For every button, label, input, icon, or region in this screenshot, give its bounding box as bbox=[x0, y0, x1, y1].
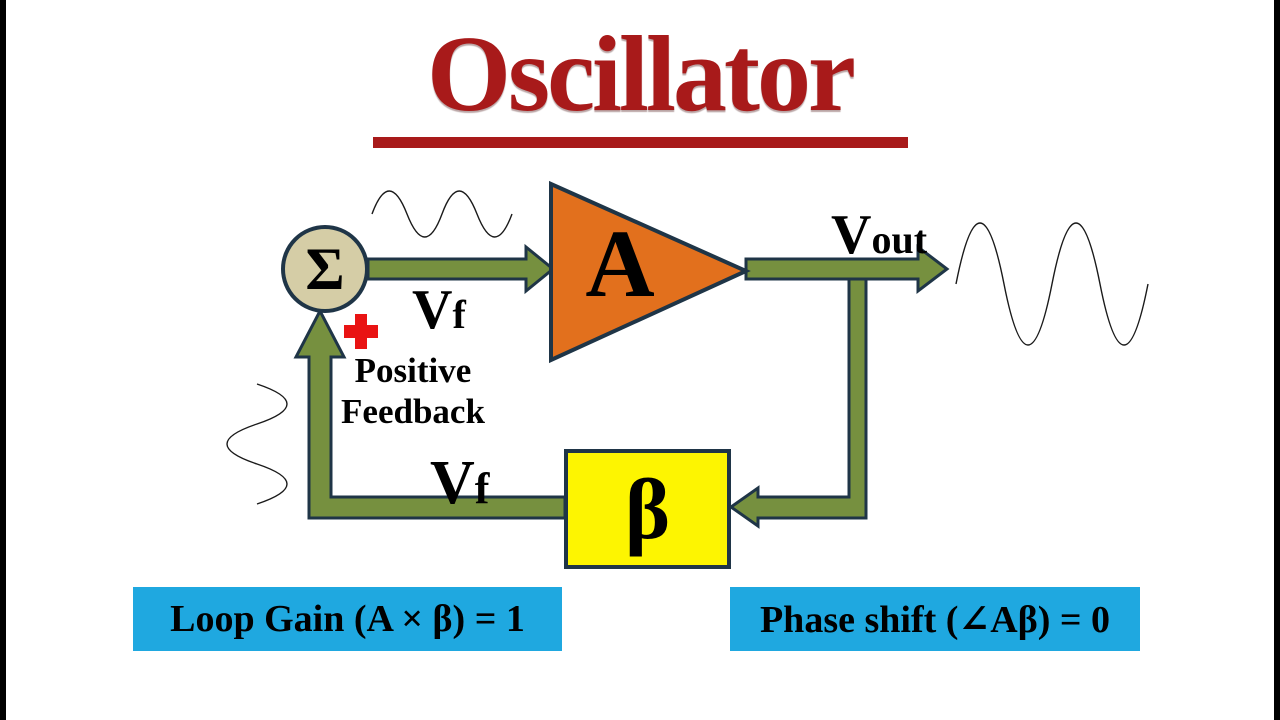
feedforward-signal-label: Vf bbox=[412, 278, 466, 342]
loop-gain-equation: Loop Gain (A × β) = 1 bbox=[170, 598, 525, 640]
amplifier-triangle bbox=[549, 180, 751, 364]
positive-feedback-line1: Positive bbox=[354, 351, 472, 390]
output-sine-wave-icon bbox=[955, 222, 1149, 346]
vf2-main: V bbox=[430, 449, 475, 517]
arrow-beta-to-sum bbox=[293, 307, 567, 520]
phase-shift-equation-box: Phase shift (∠Aβ) = 0 bbox=[730, 587, 1140, 651]
loop-gain-equation-box: Loop Gain (A × β) = 1 bbox=[133, 587, 562, 651]
vout-main: V bbox=[831, 204, 872, 266]
amplifier-label: A bbox=[585, 210, 655, 317]
vf-main: V bbox=[412, 279, 453, 341]
phase-shift-equation: Phase shift (∠Aβ) = 0 bbox=[759, 599, 1111, 641]
letterbox-bar-left bbox=[0, 0, 6, 720]
arrow-output-to-beta bbox=[728, 277, 868, 529]
feedback-signal-label: Vf bbox=[430, 448, 489, 519]
positive-feedback-line2: Feedback bbox=[341, 392, 485, 431]
arrow-sum-to-amp bbox=[366, 243, 556, 295]
feedback-network-label: β bbox=[624, 461, 671, 557]
page-title: Oscillator bbox=[427, 15, 856, 134]
letterbox-bar-right bbox=[1274, 0, 1280, 720]
output-signal-label: Vout bbox=[831, 203, 927, 267]
input-sine-wave-icon bbox=[371, 190, 513, 238]
vf-sub: f bbox=[452, 292, 466, 337]
vout-sub: out bbox=[871, 217, 928, 262]
title-underline bbox=[373, 137, 908, 148]
vf2-sub: f bbox=[474, 464, 490, 513]
summing-junction-circle bbox=[281, 225, 369, 313]
plus-icon bbox=[344, 314, 378, 349]
positive-feedback-caption: Positive Feedback bbox=[328, 350, 498, 432]
feedback-sine-wave-icon bbox=[226, 383, 288, 505]
summing-junction-label: Σ bbox=[305, 235, 345, 302]
arrow-amp-to-output bbox=[744, 243, 950, 295]
beta-block bbox=[564, 449, 731, 569]
